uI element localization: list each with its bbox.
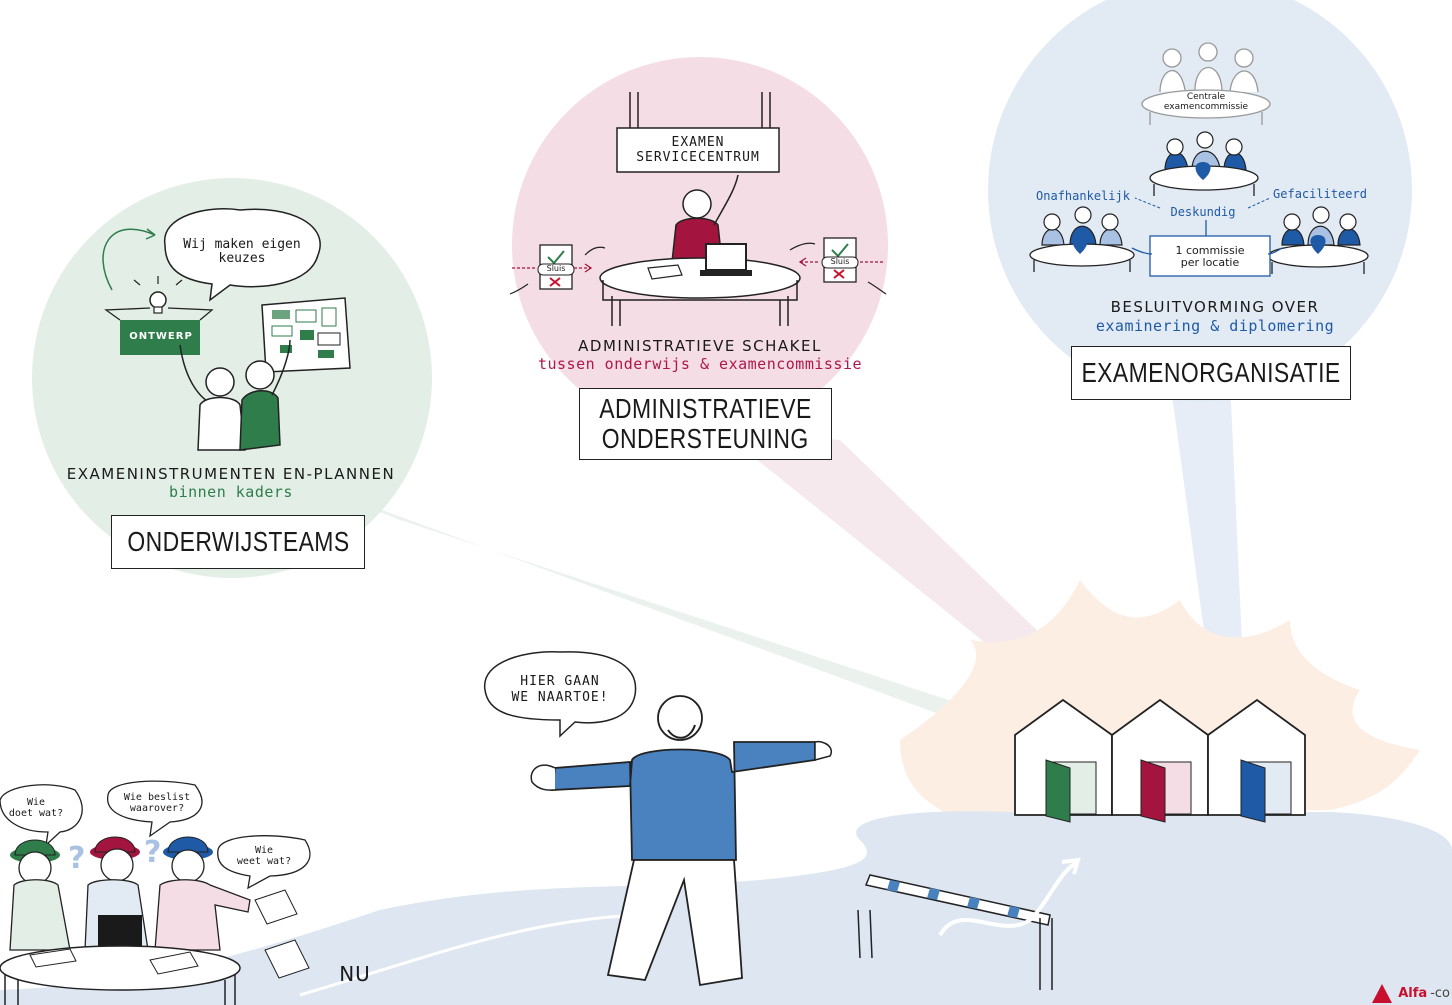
location-commission-middle xyxy=(1149,131,1259,196)
now-label: NU xyxy=(339,962,371,986)
commissie-line-1: 1 commissie xyxy=(1175,244,1245,257)
onderwijsteams-title: ONDERWIJSTEAMS xyxy=(126,526,350,557)
sluis-left-icon xyxy=(509,244,606,295)
administratie-caption: ADMINISTRATIEVE SCHAKEL xyxy=(578,337,822,355)
lightbulb-icon xyxy=(133,276,183,314)
alfa-logo-icon xyxy=(1372,984,1392,1003)
question-3: Wie weet wat? xyxy=(222,845,306,867)
onderwijs-subcaption: binnen kaders xyxy=(169,483,293,501)
team-figures xyxy=(179,339,291,451)
central-commission-figures xyxy=(1159,42,1259,93)
commissie-label: 1 commissie per locatie xyxy=(1150,245,1270,269)
label-deskundig: Deskundig xyxy=(1170,205,1236,219)
green-speech-text: Wij maken eigen keuzes xyxy=(183,237,301,266)
sluis-right-label: Sluis xyxy=(830,257,850,266)
now-group: ? ? xyxy=(0,780,311,1005)
location-commission-left xyxy=(1029,206,1135,272)
sign-rope-right xyxy=(761,92,771,128)
examenorganisatie-title: EXAMENORGANISATIE xyxy=(1081,357,1341,388)
onderwijs-caption: EXAMENINSTRUMENTEN EN-PLANNEN xyxy=(66,465,396,483)
speech-bubble-outline xyxy=(164,208,321,302)
sign-rope-left xyxy=(629,92,639,128)
green-spotlight-cone xyxy=(300,480,1040,740)
question-2: Wie beslist waarover? xyxy=(112,792,202,814)
center-figure-hand-right xyxy=(814,740,832,761)
center-speech-line-1: HIER GAAN xyxy=(520,674,600,689)
center-figure-legs xyxy=(606,859,743,987)
houses xyxy=(1014,698,1306,823)
examen-subcaption: examinering & diplomering xyxy=(1095,317,1335,335)
center-speech-bubble xyxy=(484,651,637,738)
administratie-title-2: ONDERSTEUNING xyxy=(602,423,809,454)
svg-text:?: ? xyxy=(68,841,85,876)
curved-arrow xyxy=(102,228,156,291)
commissie-line-2: per locatie xyxy=(1180,256,1240,269)
center-speech-text: HIER GAAN WE NAARTOE! xyxy=(490,674,630,706)
service-table xyxy=(599,257,801,299)
service-person-head xyxy=(682,189,712,219)
question-3-line-2: weet wat? xyxy=(236,856,292,867)
sign-line-2: SERVICECENTRUM xyxy=(636,150,760,165)
alfa-logo-text: Alfa xyxy=(1398,986,1428,1001)
center-figure-shirt xyxy=(550,741,816,861)
sluis-right-icon xyxy=(789,237,887,295)
central-table xyxy=(1141,89,1271,119)
question-1: Wie doet wat? xyxy=(0,797,72,819)
sluis-left-label: Sluis xyxy=(546,264,566,273)
examenorganisatie-title-box: EXAMENORGANISATIE xyxy=(1071,346,1351,400)
sign-line-1: EXAMEN xyxy=(671,135,725,150)
label-onafhankelijk: Onafhankelijk xyxy=(1036,189,1130,203)
question-3-line-1: Wie xyxy=(254,845,274,856)
ontwerp-label: ONTWERP xyxy=(129,331,193,342)
blue-spotlight xyxy=(988,0,1412,402)
barrier-gate xyxy=(857,857,1081,990)
central-line-2: examencommissie xyxy=(1163,102,1249,112)
question-2-line-2: waarover? xyxy=(129,803,185,814)
servicecentrum-sign xyxy=(616,127,780,173)
question-1-line-1: Wie xyxy=(26,797,46,808)
svg-text:?: ? xyxy=(144,835,161,870)
question-1-line-2: doet wat? xyxy=(8,808,64,819)
administratie-title-box: ADMINISTRATIEVE ONDERSTEUNING xyxy=(579,388,832,460)
question-2-line-1: Wie beslist xyxy=(123,792,191,803)
central-line-1: Centrale xyxy=(1186,92,1226,102)
commissie-box xyxy=(1149,235,1271,277)
examen-caption: BESLUITVORMING OVER xyxy=(1110,298,1320,316)
curved-arrow-head xyxy=(145,228,156,240)
location-commission-right xyxy=(1267,206,1369,274)
planning-board xyxy=(261,297,351,373)
servicecentrum-sign-text: EXAMEN SERVICECENTRUM xyxy=(617,135,779,165)
center-figure-hand-left xyxy=(530,764,556,791)
laptop-icon xyxy=(705,243,747,271)
onderwijsteams-title-box: ONDERWIJSTEAMS xyxy=(111,515,365,569)
alfa-logo-suffix: -co xyxy=(1430,986,1450,1001)
alfa-logo: Alfa-co xyxy=(1398,986,1450,1001)
blue-arrows xyxy=(1131,220,1283,255)
administratie-title-1: ADMINISTRATIEVE xyxy=(599,393,812,424)
river-highlight xyxy=(299,913,641,997)
label-gefaciliteerd: Gefaciliteerd xyxy=(1273,187,1367,201)
blue-spotlight-cone xyxy=(1170,380,1245,712)
administratie-subcaption: tussen onderwijs & examencommissie xyxy=(537,355,863,373)
central-commission-label: Centrale examencommissie xyxy=(1148,92,1264,112)
center-speech-line-2: WE NAARTOE! xyxy=(511,690,609,705)
